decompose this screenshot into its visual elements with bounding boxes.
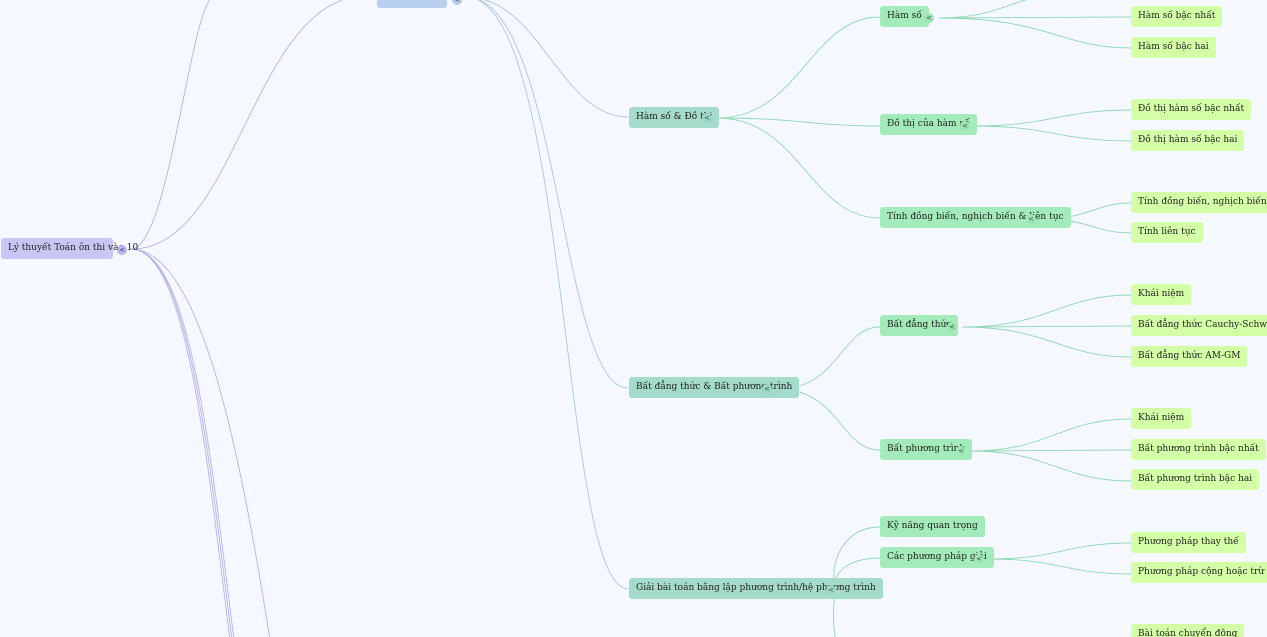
leaf-bdt-am-gm[interactable]: Bất đẳng thức AM-GM (1131, 346, 1248, 367)
leaf-pp-cong-tru[interactable]: Phương pháp cộng hoặc trừ (1131, 562, 1267, 583)
link-do-thi-bac-nhat (974, 109, 1132, 127)
subtopic-tinh-dong-bien[interactable]: Tính đồng biến, nghịch biến & liên tục (880, 207, 1071, 228)
link-bdt-am-gm (961, 326, 1132, 358)
topic-links (477, 0, 629, 590)
link-tinh-dong-bien (716, 117, 881, 219)
root-collapse-toggle[interactable]: < (117, 245, 127, 255)
link-do-thi-bac-hai (974, 125, 1132, 142)
leaf-pp-thay-the[interactable]: Phương pháp thay thế (1131, 532, 1246, 553)
link-ham-so-bac-nhat (938, 16, 1132, 19)
leaf-tinh-lien-tuc[interactable]: Tính liên tục (1131, 222, 1203, 243)
do-thi-collapse-toggle[interactable]: < (960, 121, 970, 131)
link-ham-so (716, 16, 881, 119)
leaf-do-thi-bac-hai[interactable]: Đồ thị hàm số bậc hai (1131, 130, 1245, 151)
link-bpt-khai-niem (970, 418, 1132, 452)
link-root-offscreen-2 (130, 248, 233, 637)
root-links (130, 0, 345, 637)
link-pp-cong-tru (988, 558, 1132, 575)
leaf-bpt-khai-niem[interactable]: Khái niệm (1131, 408, 1192, 429)
subtopic-links (716, 0, 1132, 637)
leaf-bpt-bac-nhat[interactable]: Bất phương trình bậc nhất (1131, 439, 1266, 460)
link-root-offscreen-4 (130, 248, 270, 637)
link-topic-bat-dang-thuc (478, 0, 629, 389)
link-ham-so-bac-hai (938, 17, 1132, 49)
link-root-offscreen-3 (130, 248, 231, 637)
ham-so-do-thi-collapse-toggle[interactable]: < (702, 113, 712, 123)
link-topic-ham-so-do-thi (483, 0, 629, 118)
subtopic-bat-phuong-trinh[interactable]: Bất phương trình (880, 439, 973, 460)
link-pp-thay-the (988, 542, 1132, 560)
leaf-bai-toan-chuyen-dong[interactable]: Bài toán chuyển động (1131, 624, 1245, 637)
subtopic-ky-nang[interactable]: Kỹ năng quan trọng (880, 516, 985, 537)
bat-dang-thuc-sub-collapse-toggle[interactable]: < (947, 322, 957, 332)
leaf-tinh-dong-bien-nghich-bien[interactable]: Tính đồng biến, nghịch biến (1131, 192, 1267, 213)
tinh-dong-bien-collapse-toggle[interactable]: < (1026, 214, 1036, 224)
subtopic-phuong-phap[interactable]: Các phương pháp giải (880, 547, 994, 568)
link-bpt-bac-nhat (970, 449, 1132, 452)
link-root-offscreen-1 (130, 248, 235, 637)
link-bpt-bac-hai (970, 450, 1132, 482)
link-bdt-cauchy (961, 325, 1132, 328)
link-root-topic-top (130, 0, 345, 250)
phuong-phap-collapse-toggle[interactable]: < (974, 554, 984, 564)
leaf-bpt-bac-hai[interactable]: Bất phương trình bậc hai (1131, 469, 1260, 490)
ham-so-collapse-toggle[interactable]: < (924, 13, 934, 23)
leaf-ham-so-bac-hai[interactable]: Hàm số bậc hai (1131, 37, 1216, 58)
topic-node-top[interactable] (377, 0, 447, 8)
leaf-bdt-cauchy-schwarz[interactable]: Bất đẳng thức Cauchy-Schwarz (1131, 315, 1267, 336)
leaf-bdt-khai-niem[interactable]: Khái niệm (1131, 284, 1192, 305)
link-ham-so-offscreen (938, 0, 1028, 19)
topic-top-collapse-toggle[interactable]: < (452, 0, 462, 5)
bat-phuong-trinh-collapse-toggle[interactable]: < (956, 446, 966, 456)
link-bat-phuong-trinh (776, 388, 881, 451)
link-root-offscreen-top (130, 0, 211, 250)
link-topic-giai-bai-toan (477, 0, 629, 590)
link-do-thi (716, 117, 881, 127)
link-bdt-khai-niem (961, 294, 1132, 328)
leaf-do-thi-bac-nhat[interactable]: Đồ thị hàm số bậc nhất (1131, 99, 1252, 120)
branch-ham-so-do-thi[interactable]: Hàm số & Đồ thị (629, 107, 720, 128)
mindmap-root-node[interactable]: Lý thuyết Toán ôn thi vào 10 (1, 238, 138, 259)
giai-bai-toan-collapse-toggle[interactable]: < (826, 585, 836, 595)
bat-dang-thuc-collapse-toggle[interactable]: < (762, 384, 772, 394)
subtopic-bat-dang-thuc[interactable]: Bất đẳng thức (880, 315, 959, 336)
leaf-ham-so-bac-nhat[interactable]: Hàm số bậc nhất (1131, 6, 1223, 27)
branch-giai-bai-toan[interactable]: Giải bài toán bằng lập phương trình/hệ p… (629, 578, 883, 599)
subtopic-ham-so[interactable]: Hàm số (880, 6, 929, 27)
subtopic-do-thi[interactable]: Đồ thị của hàm số (880, 114, 977, 135)
branch-bat-dang-thuc[interactable]: Bất đẳng thức & Bất phương trình (629, 377, 800, 398)
